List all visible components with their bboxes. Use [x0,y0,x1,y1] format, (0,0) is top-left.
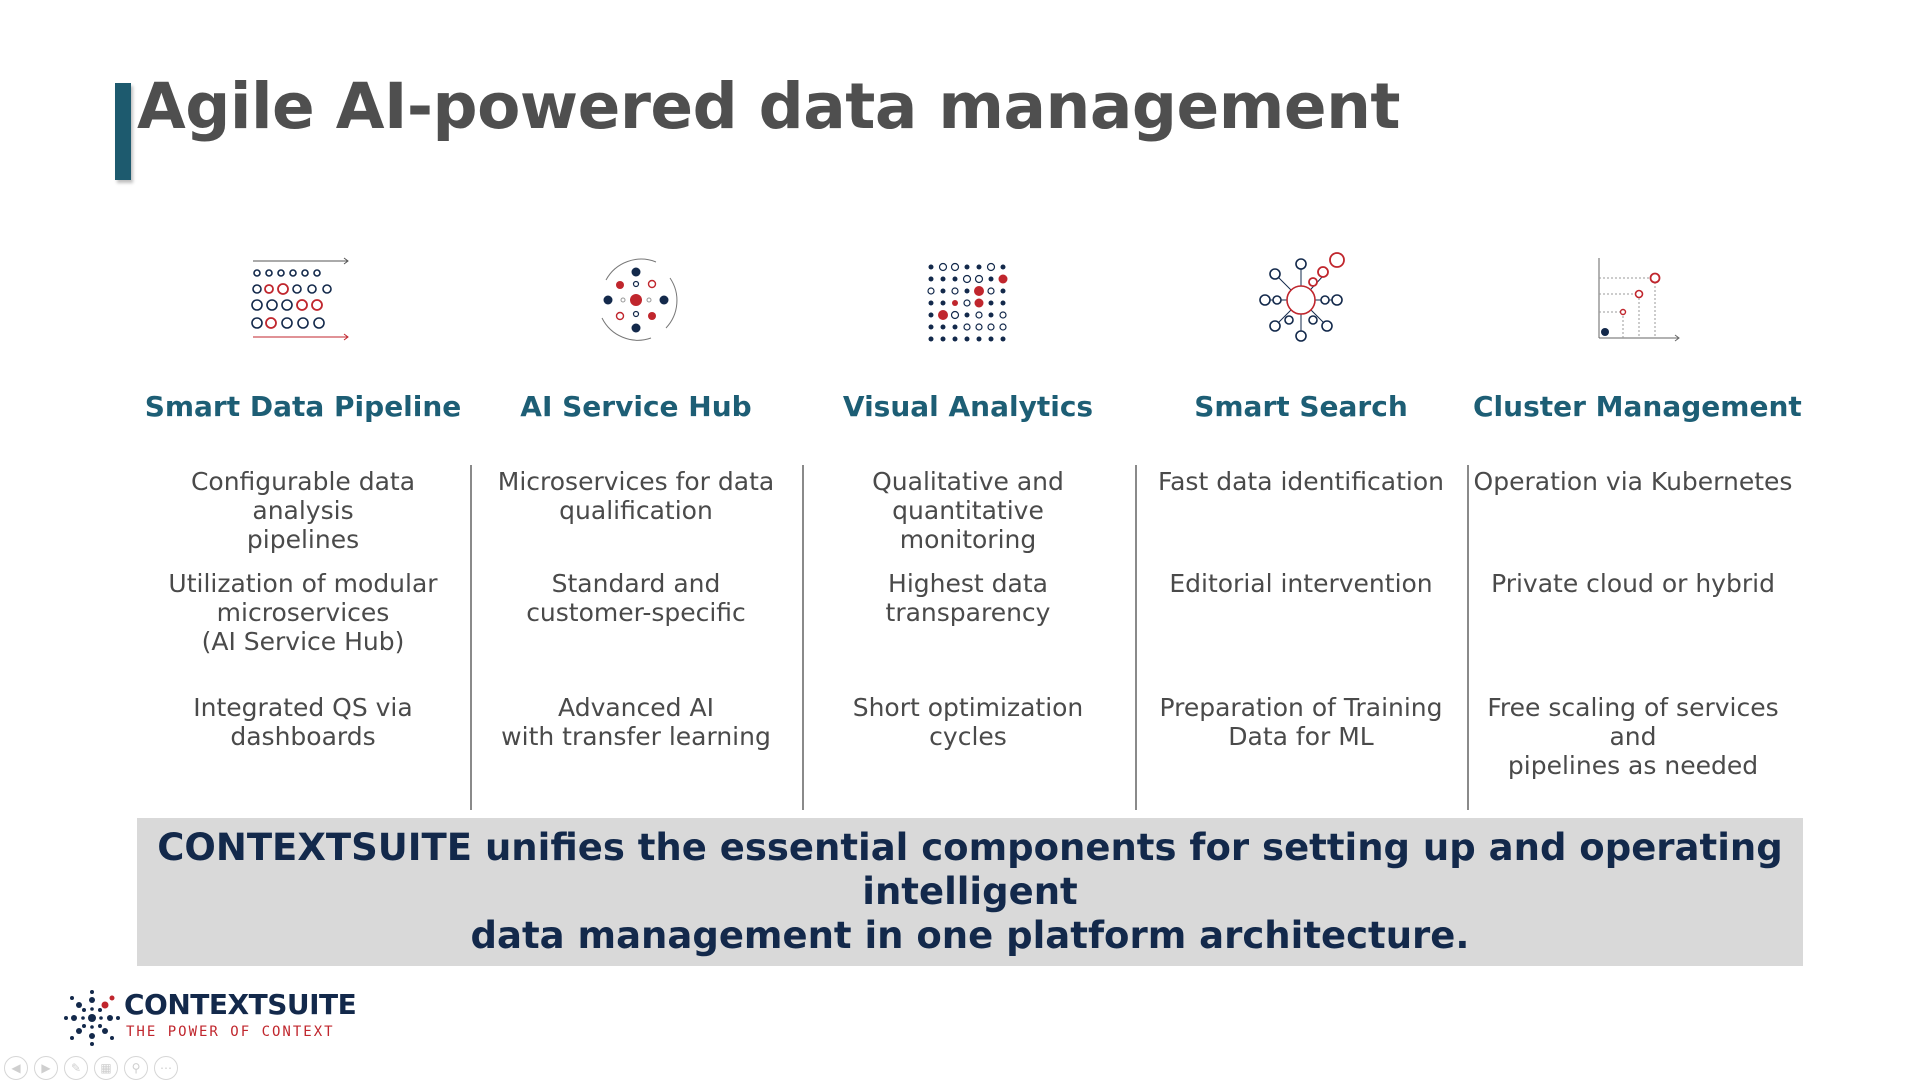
column-divider [1467,465,1469,810]
feature-text: Short optimization cycles [852,693,1084,751]
feature-text: Operation via Kubernetes [1473,467,1793,496]
next-icon[interactable]: ▶ [34,1056,58,1080]
column-title: Smart Search [1194,390,1408,423]
contextsuite-logo: CONTEXTSUITE THE POWER OF CONTEXT [62,988,357,1048]
slideshow-controls: ◀ ▶ ✎ ▦ ⚲ ⋯ [4,1056,178,1082]
feature-column-smart-search: Smart Search Fast data identification Ed… [1141,250,1461,810]
contextsuite-logo-mark-icon [64,990,120,1046]
column-title: Smart Data Pipeline [144,390,462,423]
logo-tagline: THE POWER OF CONTEXT [126,1024,335,1040]
feature-text: Integrated QS via dashboards [193,693,413,751]
column-divider [470,465,472,810]
feature-text: Editorial intervention [1169,569,1433,598]
summary-banner: CONTEXTSUITE unifies the essential compo… [137,818,1803,966]
dot-grid-analytics-icon [808,250,1128,350]
column-divider [1135,465,1137,810]
feature-column-cluster-management: Cluster Management Operation via Kuberne… [1473,250,1802,810]
feature-text: Private cloud or hybrid [1491,569,1775,598]
scaling-chart-icon [1473,250,1793,350]
service-hub-icon [476,250,796,350]
column-title: Visual Analytics [842,390,1094,423]
feature-column-ai-service-hub: AI Service Hub Microservices for data qu… [476,250,796,810]
banner-line-1: CONTEXTSUITE unifies the essential compo… [157,826,1783,913]
more-icon[interactable]: ⋯ [154,1056,178,1080]
feature-text: Configurable data analysis pipelines [190,467,416,554]
logo-wordmark-context: CONTEXT [124,988,268,1021]
feature-text: Microservices for data qualification [497,467,775,525]
feature-text: Qualitative and quantitative monitoring [872,467,1064,554]
feature-text: Preparation of Training Data for ML [1159,693,1443,751]
slides-icon[interactable]: ▦ [94,1056,118,1080]
pipeline-matrix-icon [143,250,463,350]
feature-text: Utilization of modular microservices (AI… [168,569,438,656]
feature-text: Highest data transparency [885,569,1051,627]
zoom-icon[interactable]: ⚲ [124,1056,148,1080]
logo-wordmark: CONTEXTSUITE [124,988,357,1021]
logo-wordmark-suite: SUITE [267,988,357,1021]
column-divider [802,465,804,810]
pen-icon[interactable]: ✎ [64,1056,88,1080]
network-search-icon [1141,250,1461,350]
feature-text: Free scaling of services and pipelines a… [1487,693,1779,780]
feature-column-smart-data-pipeline: Smart Data Pipeline Configurable data an… [143,250,463,810]
feature-text: Advanced AI with transfer learning [501,693,771,751]
column-title: AI Service Hub [520,390,752,423]
prev-icon[interactable]: ◀ [4,1056,28,1080]
feature-text: Standard and customer-specific [526,569,746,627]
feature-text: Fast data identification [1158,467,1444,496]
banner-line-2: data management in one platform architec… [470,914,1470,957]
page-title: Agile AI-powered data management [137,70,1401,143]
title-accent-bar [115,83,131,180]
feature-column-visual-analytics: Visual Analytics Qualitative and quantit… [808,250,1128,810]
column-title: Cluster Management [1473,390,1802,423]
